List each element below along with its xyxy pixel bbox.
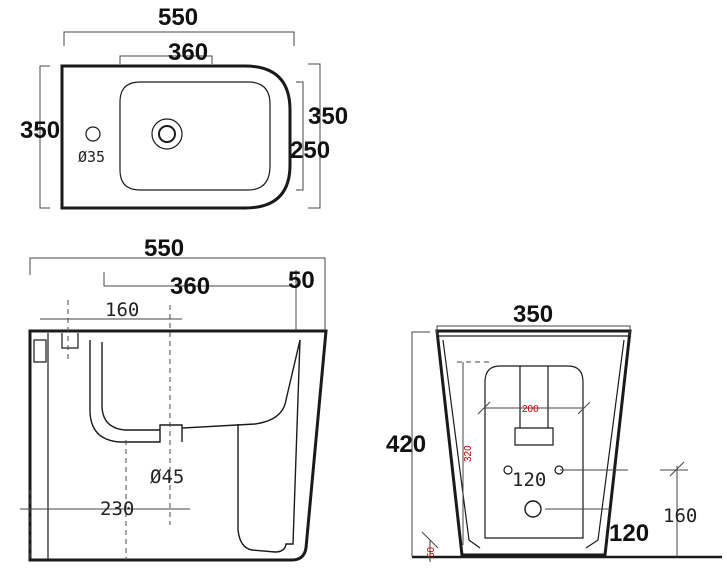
dim-front-outlet-height: 120	[609, 520, 649, 547]
dim-line-top-550	[63, 31, 295, 46]
dim-line-side-550	[29, 257, 326, 275]
side-view-pedestal	[237, 339, 301, 553]
dim-top-tap-hole: Ø35	[78, 148, 105, 166]
side-view-basin-section	[89, 339, 301, 443]
front-view-fix-hole-left	[503, 465, 513, 475]
top-view-tap-hole	[85, 126, 101, 142]
dim-front-fix-spacing: 120	[512, 469, 546, 491]
dim-side-50: 50	[288, 267, 315, 294]
front-view: 350 420 200 320 120 120 160 50	[386, 301, 722, 562]
dim-top-250: 250	[290, 137, 330, 164]
dim-side-drain: Ø45	[150, 466, 184, 488]
dim-line-top-250	[296, 81, 304, 191]
top-view-drain-outer	[151, 118, 183, 150]
top-view: 550 360 350 350 250 Ø35	[20, 4, 348, 210]
dim-side-360: 360	[170, 273, 210, 300]
dim-front-160: 160	[663, 505, 697, 527]
dim-front-320: 320	[463, 445, 474, 462]
top-view-outline	[60, 64, 292, 210]
dim-line-side-360	[103, 272, 296, 287]
top-view-basin	[119, 81, 271, 191]
top-view-drain-inner	[158, 125, 176, 143]
dim-front-350: 350	[513, 301, 553, 328]
dim-top-right-350: 350	[308, 103, 348, 130]
dim-line-front-350	[436, 325, 631, 336]
dim-line-front-420	[411, 331, 430, 557]
dim-front-420: 420	[386, 431, 426, 458]
front-view-rear-cavity	[484, 365, 584, 539]
dim-line-top-360	[119, 55, 213, 64]
dim-line-top-right-350	[308, 63, 321, 209]
dim-side-230: 230	[100, 498, 134, 520]
dim-side-550: 550	[144, 235, 184, 262]
dim-line-top-left-350	[39, 65, 50, 209]
dim-top-550: 550	[158, 4, 198, 31]
dim-front-base-offset: 50	[426, 546, 437, 558]
side-view-outline	[28, 329, 328, 562]
dim-top-360: 360	[168, 39, 208, 66]
dim-top-left-350: 350	[20, 117, 60, 144]
side-view: 550 360 50 160 Ø45 230	[20, 235, 328, 562]
front-view-outline	[435, 329, 632, 557]
front-view-outlet	[524, 500, 542, 518]
dim-side-160: 160	[105, 299, 139, 321]
dim-front-200: 200	[522, 404, 539, 415]
